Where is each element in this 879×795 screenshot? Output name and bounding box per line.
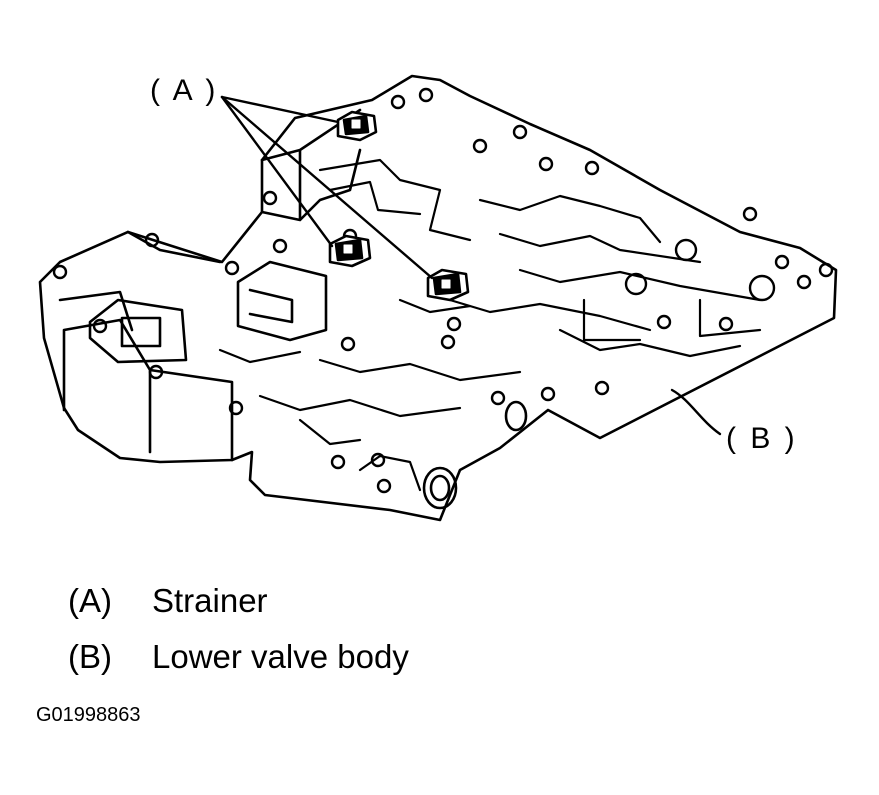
callout-a-label: ( A ) <box>150 74 218 107</box>
left-block <box>88 298 188 364</box>
legend-label-b: Lower valve body <box>152 638 409 675</box>
channel-lines <box>218 158 762 492</box>
center-block <box>236 260 328 342</box>
callout-a-leaders <box>220 95 434 280</box>
callout-b-label: ( B ) <box>726 422 798 455</box>
strainer-2 <box>328 234 372 268</box>
legend-item-a: (A) Strainer <box>68 584 268 617</box>
side-bores <box>422 400 528 510</box>
strainer-3 <box>426 268 470 302</box>
legend-item-b: (B) Lower valve body <box>68 640 409 673</box>
valve-body-illustration: ( A ) ( B ) <box>38 74 838 522</box>
strainer-1 <box>336 110 378 142</box>
legend-key-a: (A) <box>68 582 112 619</box>
legend-label-a: Strainer <box>152 582 268 619</box>
lower-valve-body-outline <box>38 74 838 522</box>
figure-id: G01998863 <box>36 704 141 726</box>
front-step <box>58 230 222 332</box>
legend-key-b: (B) <box>68 638 112 675</box>
callout-b-leader <box>670 388 722 436</box>
